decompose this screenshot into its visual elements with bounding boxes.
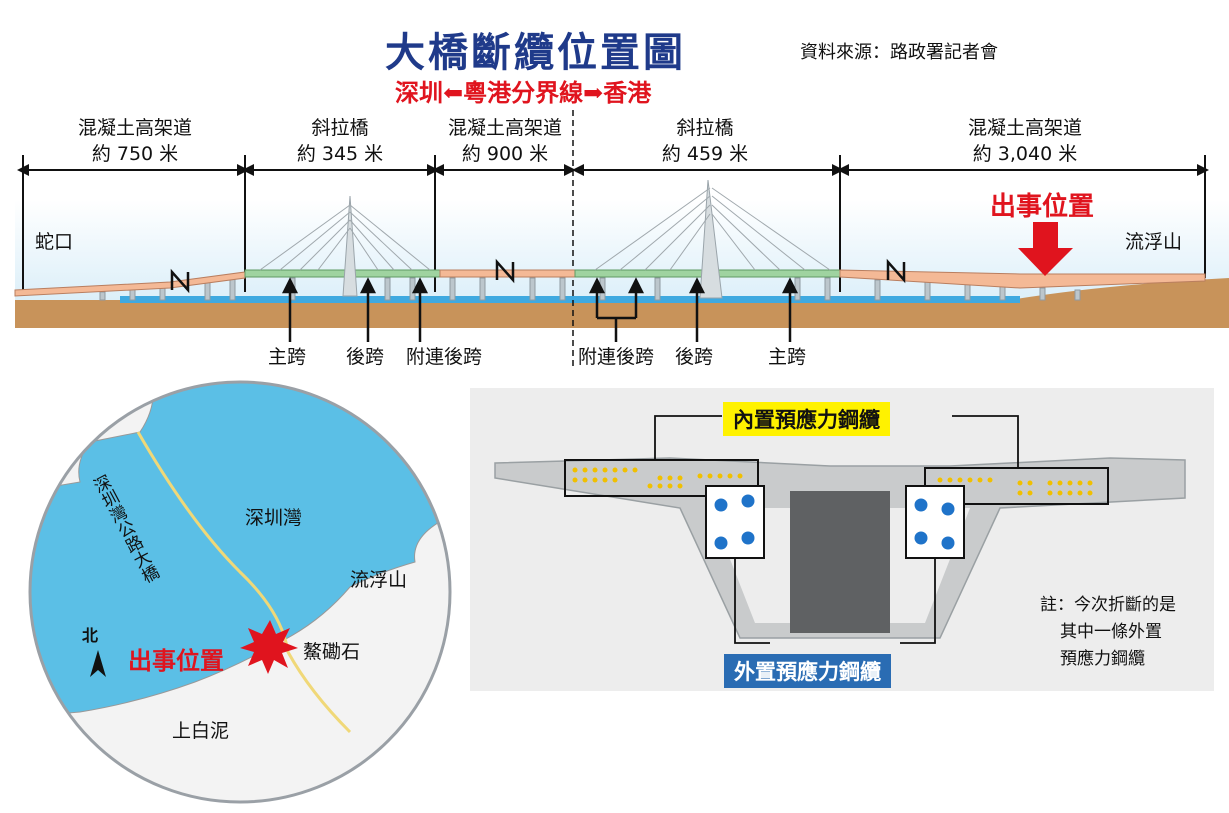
incident-label: 出事位置 xyxy=(990,192,1095,222)
note-line: 預應力鋼纜 xyxy=(1060,649,1145,669)
segment-length: 約 900 米 xyxy=(461,143,549,165)
segment-4: 斜拉橋 約 459 米 xyxy=(625,115,785,167)
segment-type: 混凝土高架道 xyxy=(967,117,1082,139)
span-label-back: 後跨 xyxy=(346,346,385,368)
deck-cable-stay-1 xyxy=(244,269,441,278)
map-border xyxy=(28,380,452,804)
map-lau-fau-shan: 流浮山 xyxy=(350,569,408,591)
source-credit: 資料來源：路政署記者會 xyxy=(800,42,998,63)
segment-1: 混凝土高架道 約 750 米 xyxy=(40,115,230,167)
map-north-label: 北 xyxy=(82,626,99,645)
segment-type: 混凝土高架道 xyxy=(447,117,562,139)
span-label-main: 主跨 xyxy=(768,346,807,368)
external-tendon-box-left xyxy=(705,485,765,559)
segment-length: 約 750 米 xyxy=(91,143,179,165)
note-line: 註：今次折斷的是 xyxy=(1040,595,1176,615)
segment-length: 約 459 米 xyxy=(661,143,749,165)
segment-2: 斜拉橋 約 345 米 xyxy=(260,115,420,167)
segment-3: 混凝土高架道 約 900 米 xyxy=(425,115,585,167)
arrow-left-icon: ⬅ xyxy=(443,78,464,107)
deck-concrete-1 xyxy=(14,271,246,297)
north-arrow-icon xyxy=(90,650,106,677)
shenzhen-label: 深圳 xyxy=(395,78,443,107)
external-tendon-box-right xyxy=(905,485,965,559)
segment-length: 約 3,040 米 xyxy=(972,143,1078,165)
external-tendon-tag: 外置預應力鋼纜 xyxy=(724,654,891,688)
lau-fau-shan-label: 流浮山 xyxy=(1125,231,1183,253)
segment-length: 約 345 米 xyxy=(296,143,384,165)
internal-tendon-box-left xyxy=(564,459,759,497)
location-map xyxy=(28,380,452,804)
map-land-hongkong xyxy=(30,511,450,802)
hongkong-label: 香港 xyxy=(603,78,652,107)
map-ngau-hom-shek: 鰲磡石 xyxy=(303,641,361,663)
span-label-back: 後跨 xyxy=(675,346,714,368)
bridge-route xyxy=(136,431,352,734)
ground xyxy=(15,300,1229,328)
bridge-elevation xyxy=(14,110,1229,370)
note-text: 註：今次折斷的是 其中一條外置 預應力鋼纜 xyxy=(1040,592,1176,673)
box-dark-void xyxy=(790,491,890,633)
map-sheung-pak-nai: 上白泥 xyxy=(172,720,230,742)
cable-stay-tower-1 xyxy=(259,195,431,297)
page-title: 大橋斷纜位置圖 xyxy=(385,29,686,76)
explosion-icon xyxy=(240,620,298,674)
arrow-right-icon: ➡ xyxy=(583,78,604,107)
map-bay-label: 深圳灣 xyxy=(245,507,303,529)
segment-5: 混凝土高架道 約 3,040 米 xyxy=(925,115,1125,167)
map-incident-label: 出事位置 xyxy=(128,646,224,675)
span-label-main: 主跨 xyxy=(268,346,307,368)
cable-stay-tower-2 xyxy=(594,179,831,299)
water-strip xyxy=(120,296,1020,303)
segment-type: 斜拉橋 xyxy=(676,117,734,139)
note-line: 其中一條外置 xyxy=(1060,622,1162,642)
span-label-side: 附連後跨 xyxy=(406,346,483,368)
divider-label: 粵港分界線 xyxy=(463,78,584,107)
shekou-label: 蛇口 xyxy=(35,231,74,253)
deck-concrete-3 xyxy=(839,269,1206,289)
segment-type: 斜拉橋 xyxy=(311,117,369,139)
ground-hill xyxy=(1010,278,1229,300)
span-label-side: 附連後跨 xyxy=(578,346,655,368)
border-line-label: 深圳⬅粵港分界線➡香港 xyxy=(395,73,651,108)
incident-arrow-icon xyxy=(1018,222,1073,276)
internal-tendon-tag: 內置預應力鋼纜 xyxy=(723,402,890,436)
box-girder-section xyxy=(494,415,1186,644)
segment-type: 混凝土高架道 xyxy=(77,117,192,139)
